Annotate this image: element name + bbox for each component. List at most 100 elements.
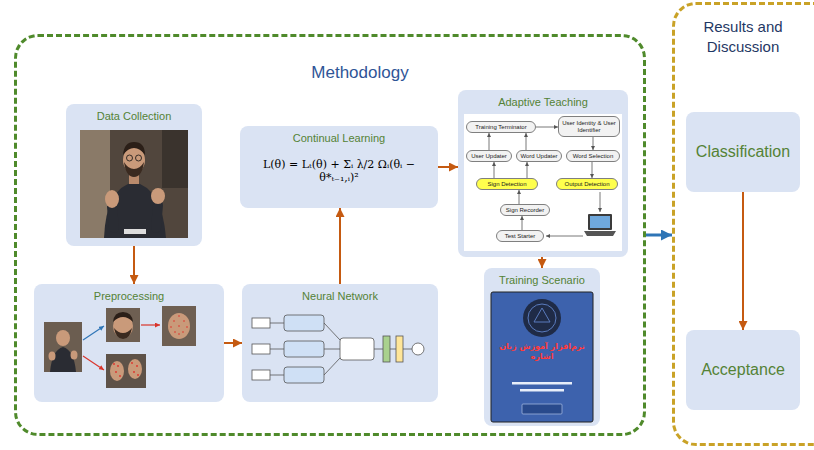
input-cell [252, 344, 270, 354]
flow-arrow [494, 162, 495, 178]
loss-formula: L(θ) = Lₜ(θ) + Σᵢ λ/2 Ωᵢ(θᵢ − θ*ₜ₋₁,ᵢ)² [240, 158, 438, 184]
stage-box: Preprocessing [34, 284, 224, 402]
output-link [403, 349, 412, 350]
box-title: Preprocessing [34, 284, 224, 302]
merge-block [340, 338, 374, 360]
input-frame [44, 322, 82, 372]
person-hand [151, 188, 165, 204]
flow-arrow [541, 257, 543, 268]
network-sketch [252, 315, 424, 383]
step-label: Word Updater [520, 153, 557, 160]
flow-arrow [526, 133, 527, 150]
branch-block [284, 315, 324, 331]
crop-line [83, 326, 104, 340]
step-label: User Identity & User Identifier [561, 120, 617, 134]
face-crop-hair [113, 312, 133, 322]
input-hand [49, 352, 56, 361]
flow-step: User Updater [466, 150, 512, 162]
box-title: Adaptive Teaching [458, 90, 628, 108]
result-box: Acceptance [686, 330, 800, 410]
text-line [520, 389, 564, 392]
recording-photo [80, 130, 188, 238]
face-crop-face [113, 314, 133, 338]
stage-box: Adaptive TeachingTraining TerminatorUser… [458, 90, 628, 257]
photo-background [80, 130, 188, 238]
face-landmarks [170, 315, 188, 335]
laptop-base [584, 231, 616, 236]
person-body [104, 182, 166, 238]
flow-step: Sign Detection [476, 178, 538, 190]
step-label: Output Detection [564, 181, 609, 188]
region-title: Methodology [17, 63, 643, 83]
flow-arrow [224, 342, 242, 344]
laptop-icon [584, 214, 616, 236]
step-label: Word Selection [573, 153, 614, 160]
stage-box: Continual LearningL(θ) = Lₜ(θ) + Σᵢ λ/2 … [240, 126, 438, 208]
stage-box: Neural Network [242, 284, 438, 402]
person-arm [156, 205, 158, 228]
university-logo [523, 299, 561, 337]
app-screen [491, 292, 593, 422]
start-button [522, 404, 562, 414]
region-title: Results and Discussion [675, 17, 814, 56]
laptop-screen [588, 214, 612, 230]
step-label: Sign Detection [487, 181, 526, 188]
flow-step: Output Detection [556, 178, 618, 190]
dense-link [390, 349, 396, 350]
branch-block [284, 367, 324, 383]
flow-arrow [522, 216, 523, 230]
stage-box: Data Collection [66, 104, 202, 246]
person-head [123, 147, 145, 173]
result-label: Classification [696, 143, 790, 161]
person-arm [112, 207, 114, 228]
input-body [50, 347, 76, 372]
output-node [412, 343, 424, 355]
flow-step: Word Selection [566, 150, 620, 162]
flow-arrow [489, 133, 490, 150]
box-title: Data Collection [66, 104, 202, 122]
box-title: Training Scenario [484, 268, 600, 286]
dense-layer [396, 336, 403, 362]
logo-ring [528, 304, 556, 332]
flow-line [600, 192, 601, 212]
result-box: Classification [686, 112, 800, 192]
step-label: Test Starter [505, 233, 536, 240]
photo-shelf [162, 130, 188, 188]
logo-mark [534, 308, 550, 322]
preprocessing-pictures [44, 306, 196, 388]
crop-line [83, 356, 104, 370]
crop-line [141, 324, 160, 325]
flow-step: Training Terminator [466, 121, 536, 133]
screen-frame [491, 292, 593, 422]
flow-arrow [536, 127, 558, 128]
input-cell [252, 370, 270, 380]
input-cell [252, 318, 270, 328]
mesh-frame [162, 306, 196, 346]
stage-box: Training Scenarioنرم‌افزار آموزش زبان اش… [484, 268, 600, 426]
person-beard [124, 162, 144, 177]
box-title: Continual Learning [240, 126, 438, 144]
dense-layer [383, 336, 390, 362]
text-line [512, 382, 572, 385]
flow-arrow [593, 137, 594, 150]
person-glasses [127, 155, 133, 161]
flow-step: Word Updater [516, 150, 562, 162]
laptop-display [590, 216, 610, 228]
face-crop-beard [114, 328, 132, 339]
hand-crop [106, 354, 146, 388]
person-glasses [136, 155, 142, 161]
branch-block [284, 341, 324, 357]
flow-step: User Identity & User Identifier [558, 116, 620, 137]
input-face [56, 330, 70, 346]
mesh-face [168, 313, 190, 339]
flow-step: Sign Recorder [500, 204, 550, 216]
results-region: Results and DiscussionClassificationAcce… [672, 2, 814, 446]
input-link [270, 323, 284, 375]
merge-link [374, 349, 383, 350]
face-crop [106, 308, 140, 342]
step-label: User Updater [471, 153, 507, 160]
step-label: Training Terminator [475, 124, 526, 131]
person-hand [105, 190, 119, 208]
flow-arrow [339, 208, 341, 284]
